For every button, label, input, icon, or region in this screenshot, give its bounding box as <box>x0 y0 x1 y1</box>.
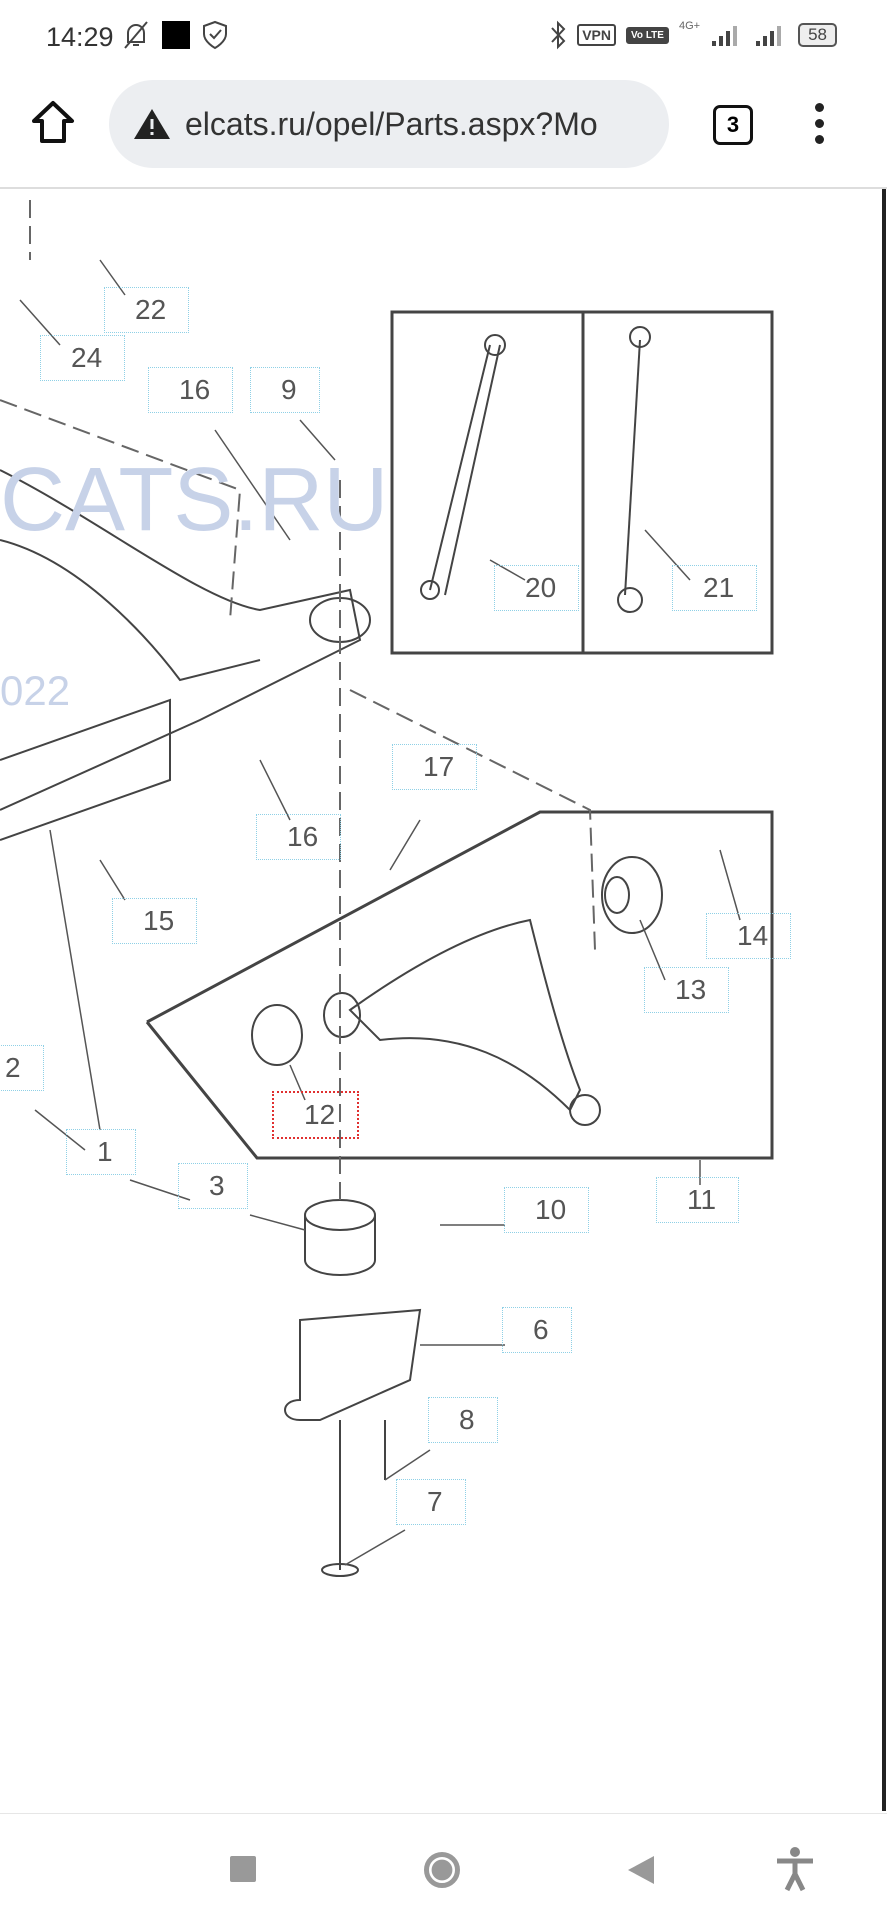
back-button[interactable] <box>626 1854 656 1886</box>
bell-muted-icon <box>124 21 148 49</box>
page-scrollbar[interactable] <box>882 189 886 1811</box>
callout-10[interactable]: 10 <box>504 1187 590 1233</box>
menu-button[interactable] <box>812 103 826 151</box>
warning-icon[interactable] <box>133 107 171 141</box>
callout-8[interactable]: 8 <box>428 1397 498 1443</box>
callout-22[interactable]: 22 <box>104 287 190 333</box>
callout-2[interactable]: 2 <box>0 1045 44 1091</box>
callout-7[interactable]: 7 <box>396 1479 466 1525</box>
callout-9[interactable]: 9 <box>250 367 320 413</box>
parts-diagram: CATS.RU 022 22 24 16 9 20 21 17 16 15 14… <box>0 189 887 1811</box>
network-type: 4G+ <box>678 20 701 32</box>
callout-1[interactable]: 1 <box>66 1129 136 1175</box>
callout-20[interactable]: 20 <box>494 565 580 611</box>
url-text[interactable]: elcats.ru/opel/Parts.aspx?Mo <box>185 105 598 142</box>
vpn-badge: VPN <box>577 24 616 46</box>
watermark: CATS.RU <box>0 450 388 550</box>
battery-level: 58 <box>798 23 837 47</box>
callout-11[interactable]: 11 <box>656 1177 740 1223</box>
callout-16-top[interactable]: 16 <box>148 367 234 413</box>
address-bar[interactable]: elcats.ru/opel/Parts.aspx?Mo <box>109 80 669 168</box>
accessibility-icon[interactable] <box>774 1846 816 1892</box>
notification-square-icon <box>162 21 190 49</box>
status-bar: 14:29 VPN Vo LTE 4G+ 58 <box>0 0 887 75</box>
volte-badge: Vo LTE <box>626 26 669 44</box>
callout-17[interactable]: 17 <box>392 744 478 790</box>
signal-icon <box>712 26 738 46</box>
system-nav-bar <box>0 1813 887 1921</box>
callout-13[interactable]: 13 <box>644 967 730 1013</box>
callout-21[interactable]: 21 <box>672 565 758 611</box>
bluetooth-icon <box>551 20 566 50</box>
callout-6[interactable]: 6 <box>502 1307 572 1353</box>
tab-switcher-button[interactable]: 3 <box>713 105 753 145</box>
callout-16[interactable]: 16 <box>256 814 342 860</box>
home-nav-button[interactable] <box>424 1852 460 1888</box>
callout-15[interactable]: 15 <box>112 898 198 944</box>
signal-icon-2 <box>756 26 782 46</box>
recents-button[interactable] <box>230 1856 256 1882</box>
browser-toolbar: elcats.ru/opel/Parts.aspx?Mo 3 <box>0 75 887 189</box>
callout-14[interactable]: 14 <box>706 913 792 959</box>
callout-24[interactable]: 24 <box>40 335 126 381</box>
shield-check-icon <box>203 20 227 50</box>
watermark-year: 022 <box>0 667 70 714</box>
home-button[interactable] <box>30 99 76 145</box>
callout-12-selected[interactable]: 12 <box>272 1091 360 1139</box>
exploded-view-drawing: CATS.RU 022 <box>0 200 774 1577</box>
status-time: 14:29 <box>46 22 114 52</box>
callout-3[interactable]: 3 <box>178 1163 248 1209</box>
